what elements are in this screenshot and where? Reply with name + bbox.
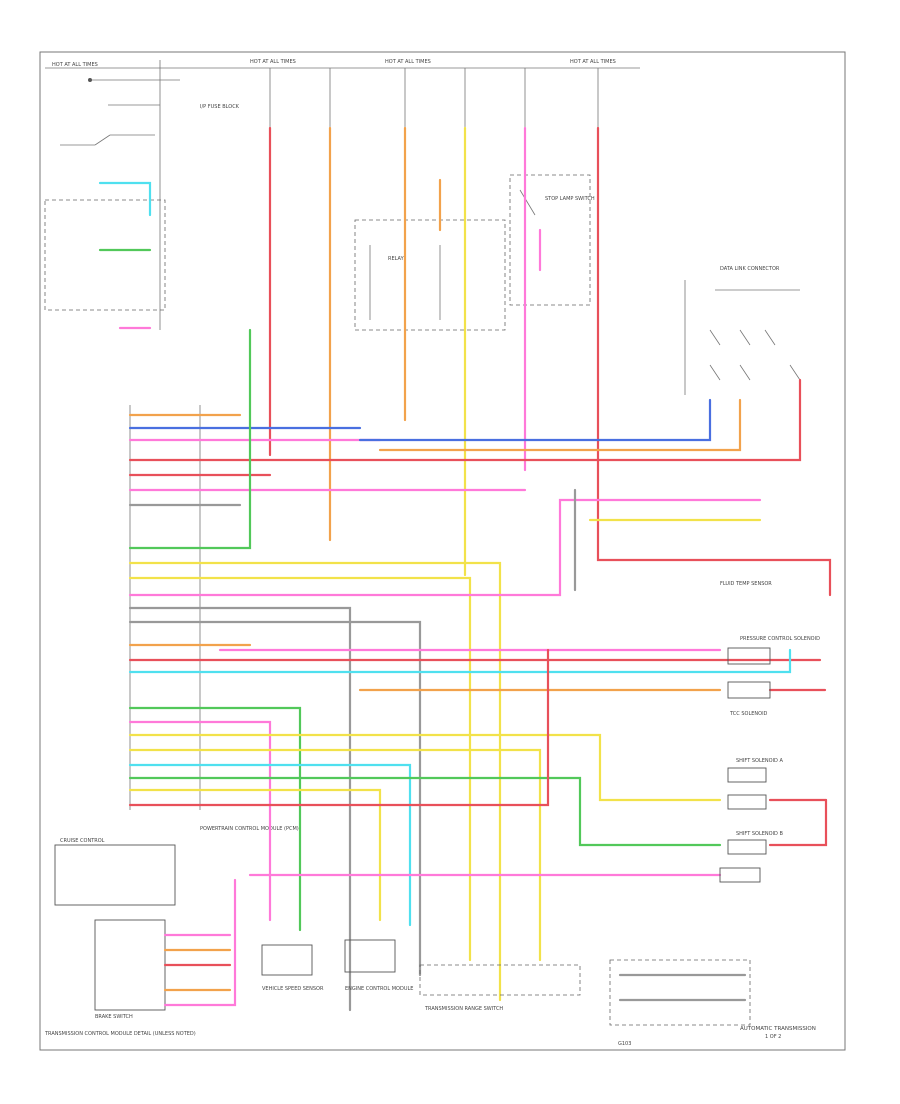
data-link-label: DATA LINK CONNECTOR — [720, 266, 780, 272]
right-components: PRESSURE CONTROL SOLENOID TCC SOLENOID S… — [609, 581, 820, 1026]
pressure-control-label: PRESSURE CONTROL SOLENOID — [740, 636, 820, 642]
pcm-connector: POWERTRAIN CONTROL MODULE (PCM) — [129, 405, 299, 832]
relay-label: RELAY — [388, 256, 405, 262]
vertical-wires — [98, 126, 832, 597]
ecm-label: ENGINE CONTROL MODULE — [345, 986, 413, 992]
fuse-strip: HOT AT ALL TIMES HOT AT ALL TIMES HOT AT… — [45, 59, 640, 128]
footer-note: TRANSMISSION CONTROL MODULE DETAIL (UNLE… — [44, 1031, 196, 1037]
speed-sensor-label: VEHICLE SPEED SENSOR — [262, 986, 324, 992]
fuse-label: HOT AT ALL TIMES — [385, 59, 431, 65]
diagram-frame — [39, 51, 846, 1051]
ip-fuse-block-label: I/P FUSE BLOCK — [200, 104, 240, 110]
bottom-left-components: CRUISE CONTROL BRAKE SWITCH — [54, 838, 237, 1020]
fuse-label: HOT AT ALL TIMES — [570, 59, 616, 65]
bottom-center-components: VEHICLE SPEED SENSOR ENGINE CONTROL MODU… — [261, 939, 631, 1047]
ground-label: G103 — [618, 1041, 631, 1047]
relay-box: RELAY — [354, 219, 506, 331]
brake-switch-label: BRAKE SWITCH — [95, 1014, 133, 1020]
tcc-solenoid-label: TCC SOLENOID — [729, 711, 768, 717]
shift-solenoid-a-label: SHIFT SOLENOID A — [736, 758, 783, 764]
pcm-label: POWERTRAIN CONTROL MODULE (PCM) — [200, 826, 299, 832]
data-link-switches: DATA LINK CONNECTOR — [684, 266, 801, 395]
fuse-label: HOT AT ALL TIMES — [52, 62, 98, 68]
brake-switch-area: STOP LAMP SWITCH — [509, 174, 595, 306]
diagram-caption: AUTOMATIC TRANSMISSION — [740, 1026, 816, 1032]
stoplamp-switch-label: STOP LAMP SWITCH — [545, 196, 595, 202]
diagram-caption-sub: 1 OF 2 — [765, 1034, 781, 1040]
cruise-label: CRUISE CONTROL — [60, 838, 105, 844]
trans-range-switch-label: TRANSMISSION RANGE SWITCH — [424, 1006, 503, 1012]
pcm-wires — [128, 328, 828, 1012]
shift-solenoid-b-label: SHIFT SOLENOID B — [736, 831, 783, 837]
fluid-temp-label: FLUID TEMP SENSOR — [720, 581, 772, 587]
ignition-switch-area — [44, 60, 180, 330]
fuse-label: HOT AT ALL TIMES — [250, 59, 296, 65]
